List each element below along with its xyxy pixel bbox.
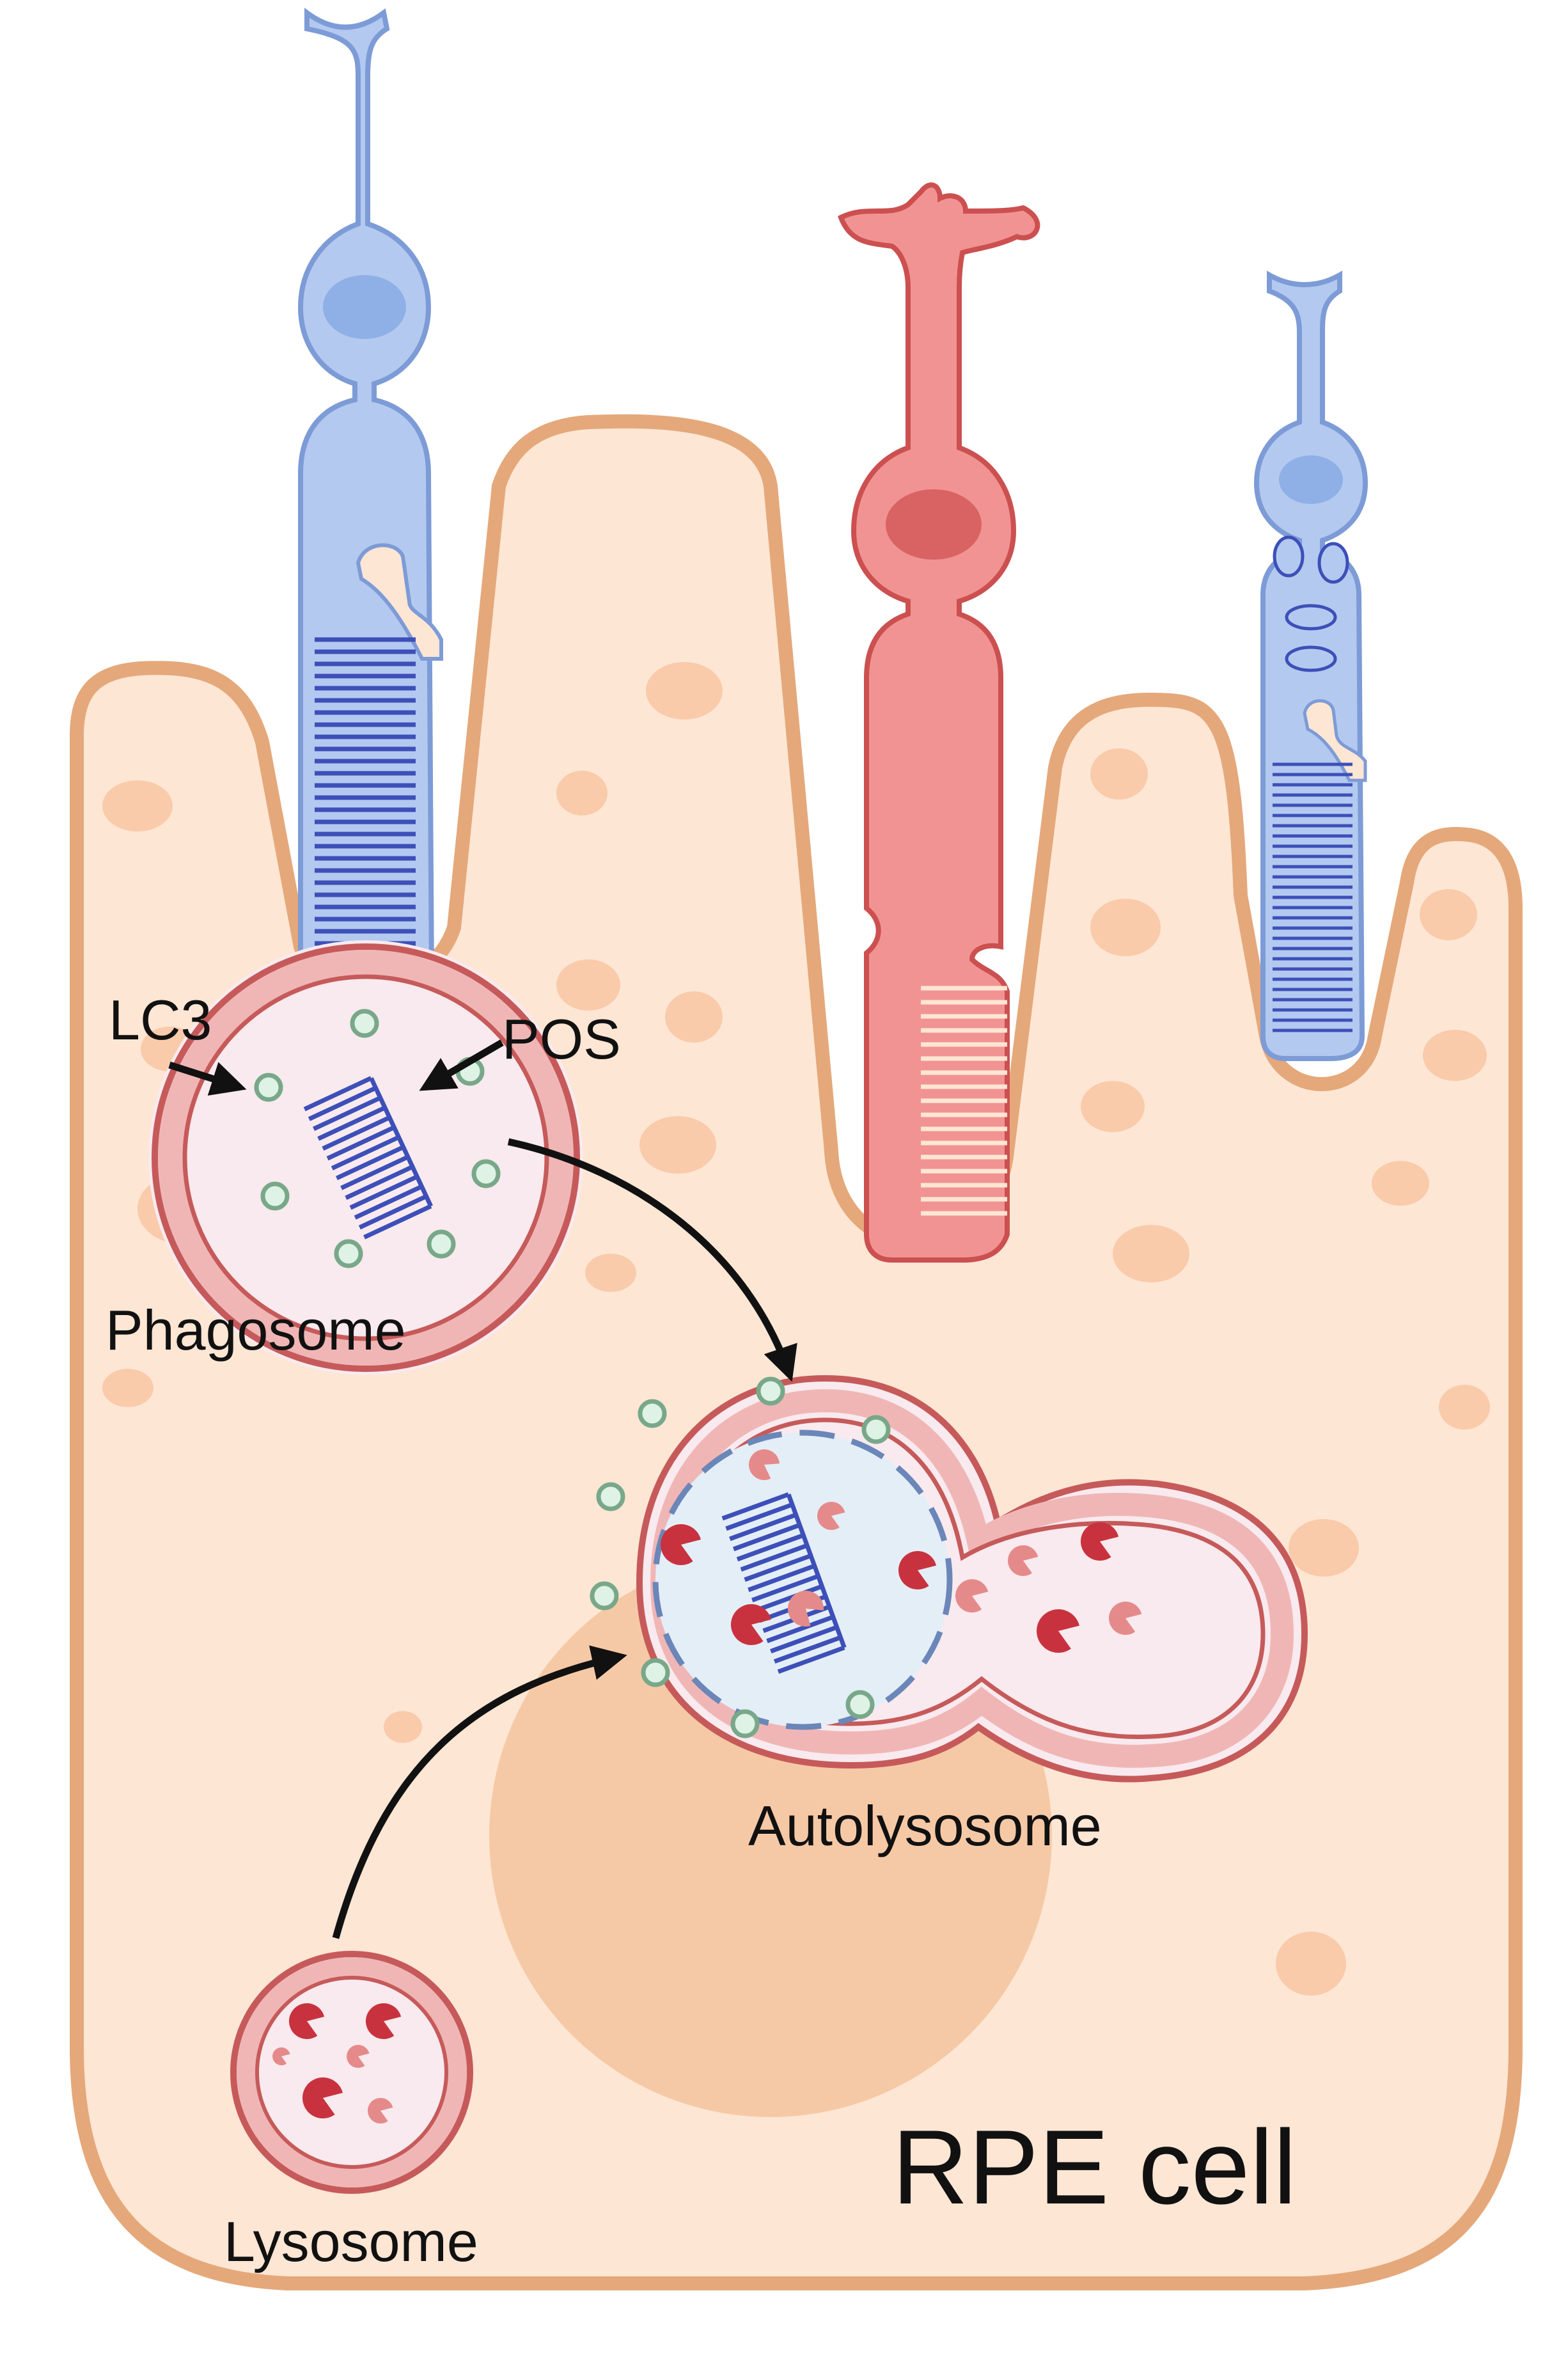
pos-disc-line xyxy=(773,1635,842,1664)
pos-disc-line xyxy=(354,1184,423,1220)
pos-disc-line xyxy=(744,1553,812,1582)
phagosome-to-autolysosome-arrow xyxy=(507,1138,797,1382)
enzyme xyxy=(302,2077,343,2118)
pos-disc-line xyxy=(358,1194,428,1230)
cone-outer-segment-lamellae xyxy=(921,986,1007,1216)
pos-disc-line xyxy=(322,1115,391,1151)
pos-disc-line xyxy=(770,1625,838,1653)
lc3-dot xyxy=(590,1581,619,1611)
rod-right-nucleus xyxy=(1279,455,1343,504)
enzyme xyxy=(955,1579,989,1613)
lysosome xyxy=(230,1951,473,2194)
lc3-dot xyxy=(641,1658,670,1687)
enzyme xyxy=(731,1604,771,1645)
autolysosome-pos-stack xyxy=(721,1492,847,1674)
label-lysosome: Lysosome xyxy=(224,2210,478,2273)
pos-disc-line xyxy=(308,1085,377,1121)
mitochondria xyxy=(1273,535,1349,672)
pos-disc-line xyxy=(326,1125,395,1161)
lc3-dot xyxy=(254,1073,283,1102)
lysosome-to-autolysosome-arrow xyxy=(332,1645,627,1939)
lc3-dot xyxy=(756,1376,785,1406)
pos-disc-line xyxy=(777,1645,845,1674)
label-phagosome: Phagosome xyxy=(106,1298,406,1362)
lc3-dot xyxy=(260,1181,290,1211)
label-lc3: LC3 xyxy=(109,988,212,1052)
pos-disc-line xyxy=(721,1492,790,1521)
enzyme xyxy=(1109,1602,1142,1635)
lc3-dot xyxy=(471,1159,501,1188)
pos-disc-line xyxy=(340,1154,409,1190)
label-autolysosome: Autolysosome xyxy=(748,1794,1102,1857)
enzyme xyxy=(1081,1522,1119,1561)
lc3-dot xyxy=(638,1399,667,1428)
enzyme xyxy=(1008,1545,1039,1576)
pos-disc-line xyxy=(751,1573,819,1603)
pos-disc-line xyxy=(313,1096,382,1131)
pos-disc-line xyxy=(740,1543,808,1572)
lc3-dots xyxy=(254,1009,891,1738)
lc3-dot xyxy=(730,1709,760,1738)
pos-disc-line xyxy=(732,1523,801,1552)
lc3-dot xyxy=(861,1415,891,1444)
enzyme xyxy=(661,1524,701,1565)
pos-spine xyxy=(369,1077,433,1208)
rod-outer-segment-discs-right xyxy=(1273,762,1352,1032)
enzyme xyxy=(1037,1609,1079,1653)
pos-spine xyxy=(786,1493,847,1649)
label-rpe-cell: RPE cell xyxy=(892,2108,1297,2226)
lc3-dot xyxy=(596,1482,625,1511)
pos-disc-line xyxy=(331,1135,400,1170)
pos-disc-line xyxy=(336,1145,405,1181)
enzyme xyxy=(272,2047,290,2066)
pos-disc-line xyxy=(303,1076,372,1112)
pos-disc-line xyxy=(766,1614,835,1643)
cone-nucleus xyxy=(886,489,982,560)
lysosomal-enzymes xyxy=(272,1449,1142,2124)
enzyme xyxy=(787,1590,824,1627)
enzyme xyxy=(368,2098,393,2124)
pos-disc-line xyxy=(755,1584,823,1613)
enzyme xyxy=(898,1551,937,1589)
rod-outer-segment-discs-left xyxy=(315,637,416,958)
phagosome-pos-stack xyxy=(303,1076,433,1240)
pos-disc-line xyxy=(317,1105,386,1141)
pos-disc-line xyxy=(748,1563,815,1593)
pos-disc-line xyxy=(736,1533,804,1562)
rod-nucleus xyxy=(323,275,406,339)
pos-disc-line xyxy=(345,1165,414,1200)
cone-photoreceptor xyxy=(837,182,1040,1263)
enzyme xyxy=(289,2003,325,2039)
lc3-dot xyxy=(350,1009,379,1038)
label-pos: POS xyxy=(502,1007,621,1071)
lc3-arrow xyxy=(168,1061,247,1096)
lc3-dot xyxy=(334,1239,363,1268)
lc3-dot xyxy=(427,1229,456,1259)
lc3-dot xyxy=(845,1690,875,1719)
arrows xyxy=(168,1039,797,1939)
cytoplasmic-granules xyxy=(102,662,1490,1996)
pos-disc-line xyxy=(725,1502,794,1531)
pos-disc-line xyxy=(349,1174,418,1210)
enzyme xyxy=(347,2045,370,2068)
enzyme xyxy=(366,2003,402,2039)
rod-photoreceptor-left xyxy=(297,8,443,1010)
enzyme xyxy=(749,1449,780,1480)
pos-disc-line xyxy=(363,1204,432,1240)
pos-arrow xyxy=(419,1039,504,1091)
enzyme xyxy=(817,1502,845,1530)
rod-photoreceptor-right xyxy=(1253,271,1368,1061)
pos-disc-line xyxy=(729,1513,797,1541)
